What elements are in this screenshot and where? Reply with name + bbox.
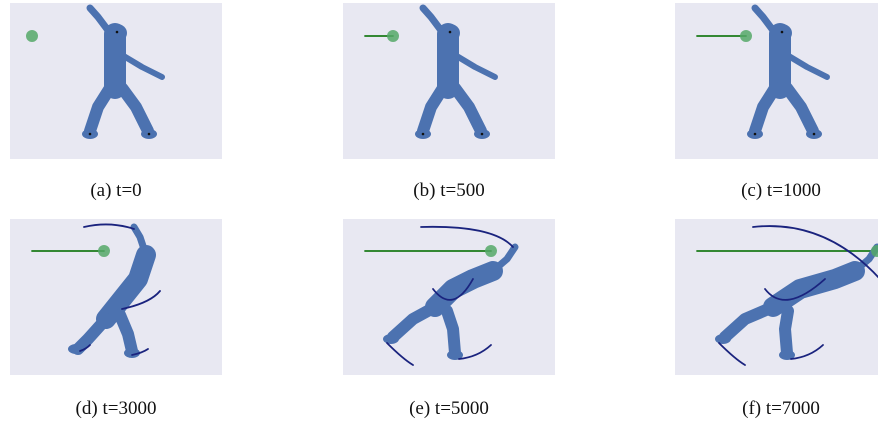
panel-c [675,3,878,159]
marker-dot [812,132,816,136]
limb-trace [386,342,414,366]
right-leg [449,82,487,137]
limb-trace [790,344,824,360]
marker-dot [115,30,119,34]
ball [98,245,110,257]
right-leg [441,305,461,359]
ball [26,30,38,42]
panel-d [10,219,222,375]
simulation-frame-d [31,223,161,358]
left-leg [417,82,449,137]
marker-dot [753,132,757,136]
left-arm [489,243,519,275]
limb-trace [79,344,91,352]
marker-dot [88,132,92,136]
left-arm [86,4,114,37]
left-leg [719,301,779,343]
right-arm [119,52,165,80]
limb-trace [432,278,474,301]
limb-trace [121,290,161,310]
panel-e [343,219,555,375]
ball [871,245,878,257]
marker-dot [448,30,452,34]
torso [763,261,865,317]
left-arm [419,4,447,37]
caption-c: (c) t=1000 [741,180,821,201]
right-arm [784,52,830,80]
ball [387,30,399,42]
simulation-frame-c [696,4,830,139]
left-foot [383,334,399,344]
simulation-frame-b [364,4,498,139]
left-leg [72,313,112,355]
right-foot [447,350,463,360]
left-foot [68,344,84,354]
caption-f: (f) t=7000 [742,398,820,419]
torso [425,261,503,317]
right-foot [779,350,795,360]
limb-trace [83,223,135,230]
simulation-frame-a [26,4,165,139]
left-leg [749,82,781,137]
simulation-frame-f [696,225,878,366]
left-leg [387,301,441,343]
left-foot [715,334,731,344]
caption-a: (a) t=0 [90,180,142,201]
caption-e: (e) t=5000 [409,398,489,419]
panel-b [343,3,555,159]
limb-trace [458,344,492,360]
left-leg [84,82,116,137]
limb-trace [131,348,149,356]
ball [485,245,497,257]
simulation-frame-e [364,225,519,366]
right-foot [124,348,140,358]
left-arm [130,223,150,259]
marker-dot [480,132,484,136]
marker-dot [421,132,425,136]
panel-f [675,219,878,375]
right-leg [116,82,154,137]
limb-trace [420,225,514,248]
caption-b: (b) t=500 [413,180,485,201]
caption-d: (d) t=3000 [75,398,157,419]
panel-a [10,3,222,159]
right-leg [114,309,138,357]
left-arm [751,4,779,37]
right-arm [452,52,498,80]
limb-trace [764,278,826,301]
torso [96,245,156,329]
marker-dot [147,132,151,136]
limb-trace [752,225,878,279]
marker-dot [780,30,784,34]
right-leg [779,305,794,359]
right-leg [781,82,819,137]
limb-trace [718,342,746,366]
ball [740,30,752,42]
